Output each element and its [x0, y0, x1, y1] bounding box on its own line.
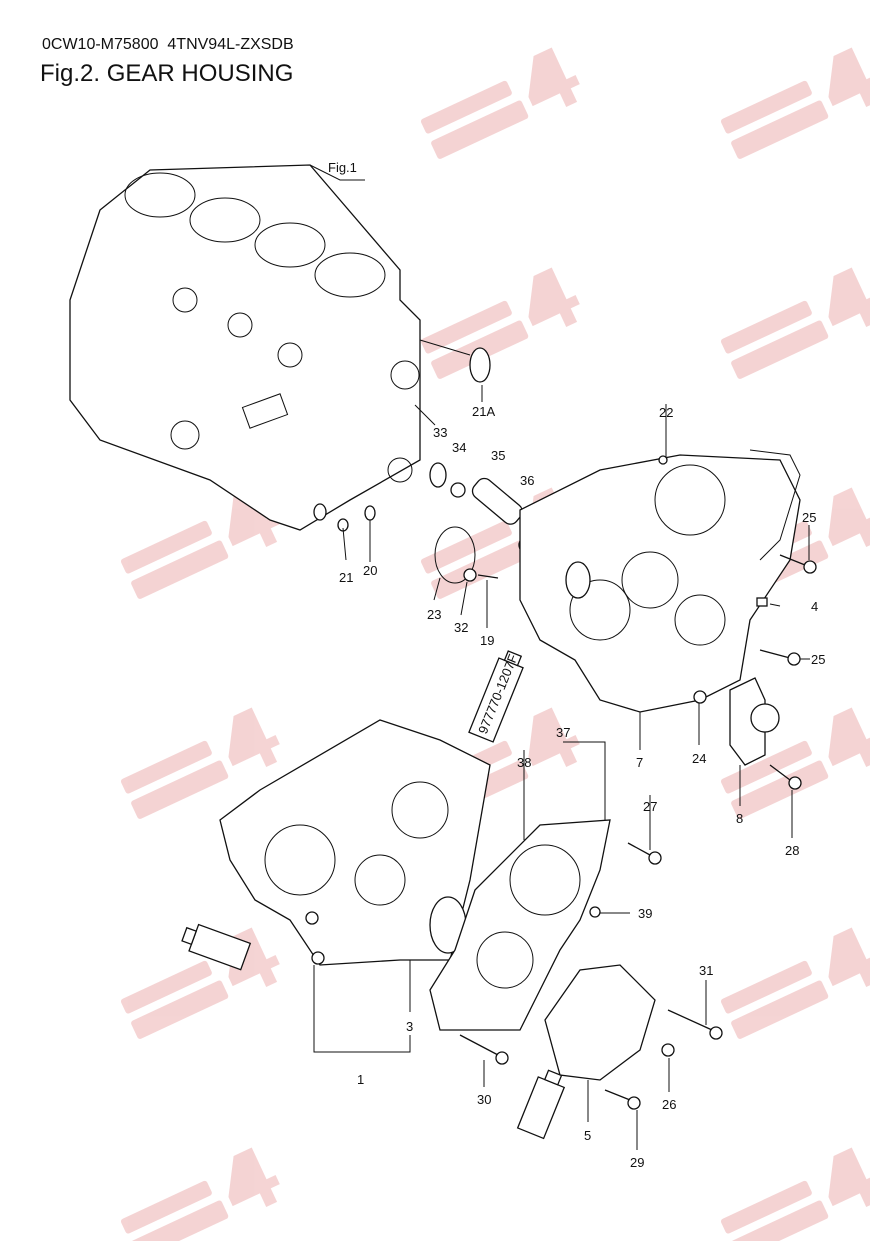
inspection-cover: [544, 964, 656, 1081]
cylinder-block: [69, 164, 421, 531]
sealant-tube: [181, 923, 252, 971]
reference-fig1: Fig.1: [328, 160, 357, 175]
oil-seal: [469, 347, 491, 383]
callout-1: 1: [357, 1072, 364, 1087]
gear-housing: [519, 449, 801, 713]
callout-32: 32: [454, 620, 468, 635]
callout-35: 35: [491, 448, 505, 463]
callout-23: 23: [427, 607, 441, 622]
callout-34: 34: [452, 440, 466, 455]
doc-code: 0CW10-M75800: [42, 36, 159, 53]
callout-38: 38: [517, 755, 531, 770]
callout-28: 28: [785, 843, 799, 858]
callout-27: 27: [643, 799, 657, 814]
oil-pump: [729, 677, 802, 790]
callout-37: 37: [556, 725, 570, 740]
callout-24: 24: [692, 751, 706, 766]
callout-25: 25: [802, 510, 816, 525]
o-ring: [450, 482, 466, 498]
callout-21: 21: [339, 570, 353, 585]
callout-22: 22: [659, 405, 673, 420]
sealant-tube: 977770-1207F: [468, 650, 524, 743]
callout-29: 29: [630, 1155, 644, 1170]
callout-4: 4: [811, 599, 818, 614]
callout-20: 20: [363, 563, 377, 578]
bushing: [471, 477, 523, 525]
callout-26: 26: [662, 1097, 676, 1112]
figure-title: Fig.2. GEAR HOUSING: [40, 60, 294, 87]
sealant-tube: [516, 1069, 566, 1140]
callout-21A: 21A: [472, 404, 495, 419]
callout-8: 8: [736, 811, 743, 826]
callout-36: 36: [520, 473, 534, 488]
callout-25b: 25: [811, 652, 825, 667]
gear-case-plate: [429, 819, 611, 1031]
callout-7: 7: [636, 755, 643, 770]
engine-model: 4TNV94L-ZXSDB: [167, 36, 294, 53]
callout-5: 5: [584, 1128, 591, 1143]
callout-3: 3: [406, 1019, 413, 1034]
doc-header: 0CW10-M75800 4TNV94L-ZXSDB: [42, 36, 294, 54]
callout-30: 30: [477, 1092, 491, 1107]
callout-39: 39: [638, 906, 652, 921]
callout-19: 19: [480, 633, 494, 648]
callout-31: 31: [699, 963, 713, 978]
callout-33: 33: [433, 425, 447, 440]
plug: [429, 462, 447, 488]
